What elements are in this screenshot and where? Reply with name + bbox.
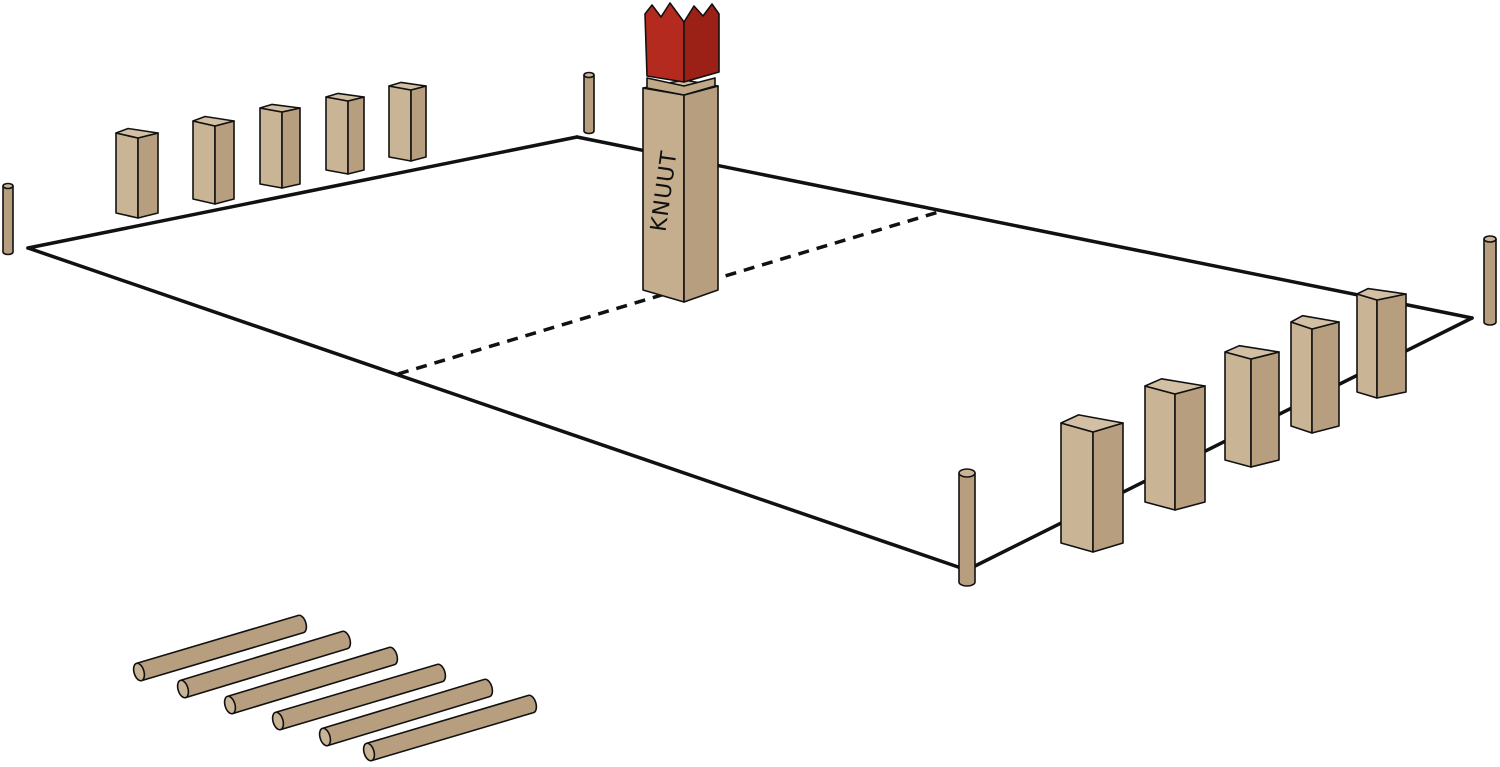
- throwing-baton: [271, 663, 447, 731]
- kubb-block: [1144, 377, 1206, 511]
- kubb-block: [325, 92, 365, 175]
- corner-peg: [1483, 235, 1497, 326]
- kubb-block: [115, 127, 159, 219]
- corner-peg: [958, 468, 976, 587]
- king-piece: KNUUT: [642, 2, 720, 303]
- left-team-blocks: [115, 81, 427, 219]
- king-crown-left-face: [644, 2, 685, 83]
- king-crown-right-face: [683, 3, 720, 83]
- kubb-block: [259, 103, 301, 189]
- kubb-block: [1356, 287, 1407, 399]
- kubb-block: [388, 81, 427, 162]
- throwing-batons: [132, 614, 538, 762]
- field-edge-front: [26, 246, 969, 572]
- kubb-block: [1060, 414, 1124, 553]
- throwing-baton: [132, 614, 308, 682]
- corner-peg: [583, 71, 595, 135]
- throwing-baton: [318, 678, 494, 747]
- throwing-baton: [362, 694, 538, 762]
- kubb-block: [1290, 314, 1340, 434]
- kubb-block: [192, 115, 235, 205]
- right-team-blocks: [1060, 287, 1407, 553]
- corner-peg: [2, 182, 14, 256]
- kubb-block: [1224, 344, 1280, 468]
- throwing-baton: [223, 646, 399, 715]
- field-edge-back: [26, 135, 579, 250]
- field-edge-right-back: [575, 135, 1474, 320]
- corner-pegs: [2, 71, 1497, 587]
- king-body-right-face: [683, 85, 719, 303]
- king-neck: [646, 77, 716, 96]
- throwing-baton: [176, 630, 352, 699]
